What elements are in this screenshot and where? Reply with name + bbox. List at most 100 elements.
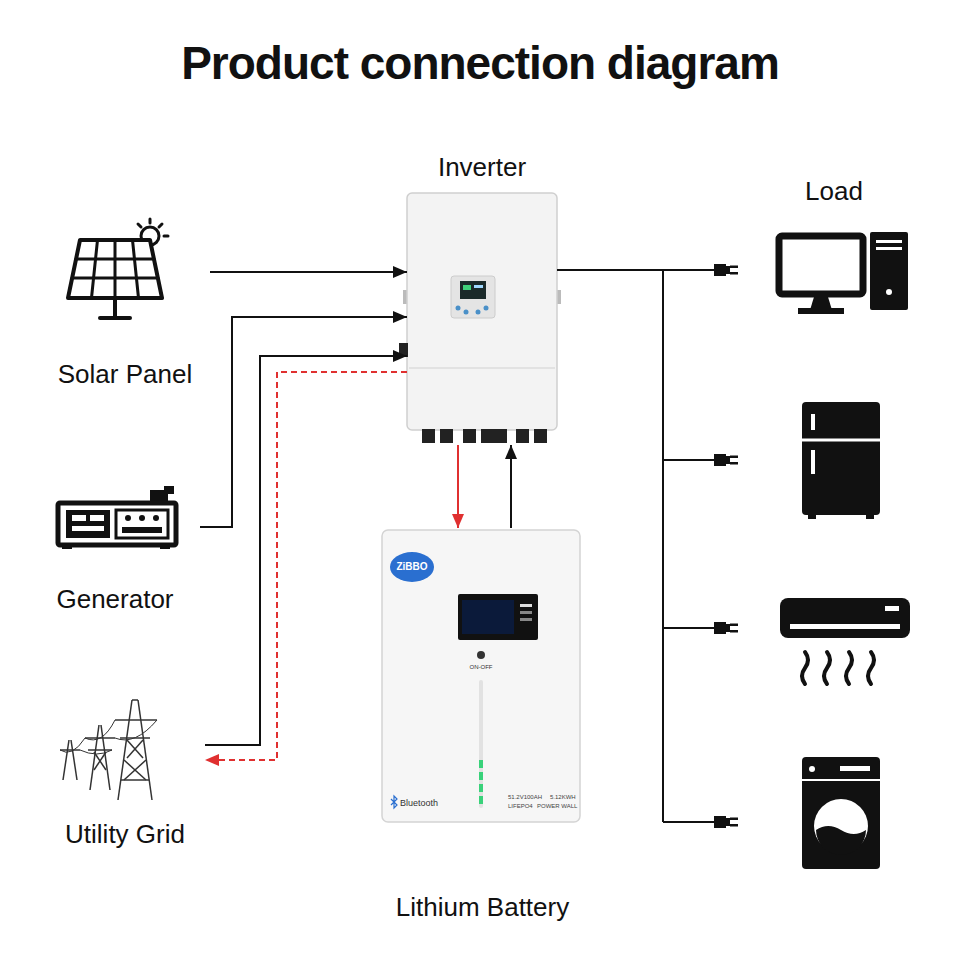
- generator-icon-part: [160, 545, 170, 549]
- inverter-device-part: [474, 285, 483, 288]
- fridge-icon-part: [811, 450, 815, 474]
- plug-symbol: [714, 264, 738, 828]
- plug-symbol-part: [726, 456, 730, 464]
- computer-icon-part: [798, 308, 844, 314]
- feature-label: Bluetooth: [400, 799, 438, 808]
- plug-symbol-part: [714, 622, 726, 634]
- solar-panel-icon-part: [149, 219, 152, 223]
- battery-device: [382, 530, 580, 822]
- inverter-device-part: [516, 429, 529, 443]
- plug-symbol-part: [730, 624, 738, 627]
- spec-label: POWER WALL: [537, 803, 577, 809]
- plug-symbol-part: [714, 816, 726, 828]
- battery-node: Lithium Battery: [375, 528, 590, 923]
- generator-icon-part: [62, 545, 72, 549]
- spec-label: LIFEPO4: [508, 803, 533, 809]
- connector: [557, 269, 728, 271]
- node-label: Solar Panel: [58, 359, 192, 390]
- solar-panel-icon-part: [159, 224, 162, 227]
- battery-device-part: [391, 796, 397, 808]
- generator-icon-part: [116, 510, 168, 538]
- generator-icon-part: [139, 515, 145, 521]
- fridge-icon-part: [866, 515, 874, 519]
- power-pylon-icon-part: [85, 720, 115, 740]
- inverter-device-part: [484, 306, 489, 311]
- solar-panel-icon-part: [100, 316, 130, 320]
- inverter-device-part: [440, 429, 453, 443]
- computer-icon-part: [876, 240, 902, 243]
- battery-device-part: [477, 651, 485, 659]
- power-pylon-icon-part: [94, 752, 106, 770]
- computer-icon-part: [779, 236, 863, 294]
- inverter-device-part: [409, 367, 555, 369]
- power-pylon-icon-part: [127, 740, 143, 758]
- generator-icon-part: [153, 515, 159, 521]
- power-pylon-icon-part: [118, 700, 132, 800]
- power-pylon-icon: [60, 700, 157, 800]
- inverter-device-part: [451, 276, 495, 318]
- air-conditioner-icon: [780, 598, 910, 684]
- plug-symbol-part: [730, 824, 738, 827]
- power-pylon-icon-part: [115, 719, 157, 721]
- fridge-icon-part: [802, 439, 880, 442]
- load-wiring-part: [663, 821, 714, 823]
- battery-device-part: [479, 784, 483, 792]
- inverter-device-part: [460, 281, 486, 299]
- inverter-device-part: [399, 343, 408, 357]
- fridge-icon-part: [811, 414, 815, 430]
- air-conditioner-icon-part: [868, 652, 874, 684]
- inverter-device-part: [481, 429, 494, 443]
- power-pylon-icon-part: [127, 740, 143, 758]
- power-pylon-icon-part: [94, 752, 106, 770]
- load-wiring: [663, 270, 714, 822]
- node-label: Utility Grid: [65, 819, 185, 850]
- connector: [510, 445, 512, 528]
- node-label: Lithium Battery: [396, 892, 569, 923]
- power-pylon-icon-part: [71, 740, 77, 780]
- load-wiring-part: [663, 459, 714, 461]
- power-pylon-icon-part: [121, 779, 149, 781]
- generator-icon-part: [164, 486, 174, 494]
- generator-icon-part: [125, 515, 131, 521]
- spec-label: 51.2V100AH: [508, 794, 542, 800]
- battery-device-part: [479, 760, 483, 768]
- air-conditioner-icon-part: [780, 598, 910, 638]
- node-label: Generator: [56, 584, 173, 615]
- generator-icon-part: [122, 527, 162, 533]
- washing-machine-icon-part: [809, 766, 815, 772]
- battery-device-part: [479, 680, 483, 808]
- solar-panel-icon-part: [164, 235, 168, 238]
- power-pylon-icon-part: [124, 760, 146, 780]
- plug-symbol-part: [730, 630, 738, 633]
- fridge-icon-part: [802, 402, 880, 515]
- air-conditioner-icon-part: [790, 624, 900, 629]
- solar-panel-icon-part: [114, 240, 117, 298]
- solar-panel-icon-part: [133, 240, 139, 298]
- power-pylon-icon-part: [138, 700, 152, 800]
- inverter-device-part: [463, 285, 471, 290]
- air-conditioner-icon-part: [885, 606, 899, 611]
- air-conditioner-icon-part: [846, 652, 852, 684]
- computer-icon-part: [870, 232, 908, 310]
- power-pylon-icon-part: [63, 740, 69, 780]
- plug-symbol-part: [730, 272, 738, 275]
- connector: [205, 356, 407, 745]
- node-label: Load: [805, 176, 863, 207]
- washing-machine-icon-part: [840, 766, 870, 771]
- battery-device-part: [462, 600, 514, 634]
- fridge-icon-part: [808, 515, 816, 519]
- solar-panel-icon-part: [113, 298, 117, 316]
- node-label: Inverter: [438, 152, 526, 183]
- inverter-node: Inverter: [407, 152, 557, 445]
- computer-icon: [779, 232, 908, 314]
- generator-node: Generator: [30, 480, 200, 615]
- connector: [457, 445, 459, 528]
- plug-symbol-part: [730, 818, 738, 821]
- spec-label: 5.12KWH: [550, 794, 576, 800]
- switch-label: ON-OFF: [470, 664, 493, 670]
- washing-machine-icon-part: [802, 757, 880, 869]
- generator-icon-part: [90, 515, 104, 521]
- solar-panel-icon-part: [68, 240, 162, 298]
- plug-symbol-part: [714, 454, 726, 466]
